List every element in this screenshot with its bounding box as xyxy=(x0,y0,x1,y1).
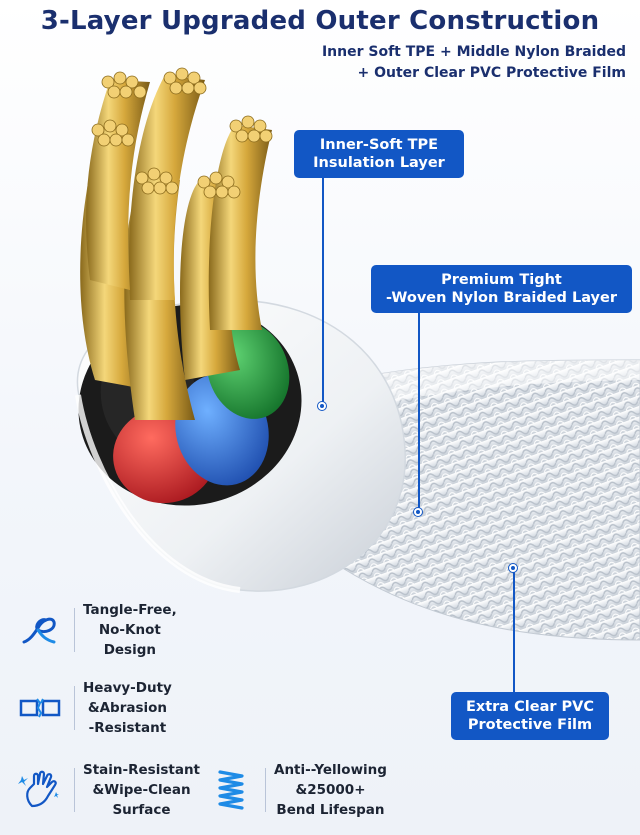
feature-line: Tangle-Free, xyxy=(83,602,177,618)
feature-tangle-free: Tangle-Free, No-Knot Design xyxy=(14,600,177,660)
leader-dot-pvc xyxy=(509,564,517,572)
subtitle-line: Inner Soft TPE + Middle Nylon Braided xyxy=(321,44,626,60)
feature-stain-resistant: Stain-Resistant &Wipe-Clean Surface xyxy=(14,760,200,820)
feature-line: Surface xyxy=(112,802,171,818)
callout-pvc-layer: Extra Clear PVC Protective Film xyxy=(451,692,609,740)
callout-line: Inner-Soft TPE xyxy=(319,137,439,153)
feature-text: Heavy-Duty &Abrasion -Resistant xyxy=(83,678,172,738)
feature-text: Anti--Yellowing &25000+ Bend Lifespan xyxy=(274,760,387,820)
feature-text: Tangle-Free, No-Knot Design xyxy=(83,600,177,660)
wipe-hand-icon xyxy=(14,770,66,810)
feature-line: &Wipe-Clean xyxy=(92,782,191,798)
callout-line: -Woven Nylon Braided Layer xyxy=(386,290,617,306)
feature-divider xyxy=(74,686,75,730)
callout-nylon-layer: Premium Tight -Woven Nylon Braided Layer xyxy=(371,265,632,313)
leader-line-tpe xyxy=(322,176,324,408)
knot-icon xyxy=(14,610,66,650)
feature-line: No-Knot xyxy=(98,622,161,638)
feature-anti-yellowing: Anti--Yellowing &25000+ Bend Lifespan xyxy=(205,760,387,820)
broken-bar-icon xyxy=(14,688,66,728)
feature-heavy-duty: Heavy-Duty &Abrasion -Resistant xyxy=(14,678,172,738)
feature-line: Bend Lifespan xyxy=(276,802,385,818)
feature-divider xyxy=(265,768,266,812)
callout-line: Premium Tight xyxy=(441,272,562,288)
callout-line: Protective Film xyxy=(467,717,593,733)
spring-icon xyxy=(205,770,257,810)
callout-tpe-layer: Inner-Soft TPE Insulation Layer xyxy=(294,130,464,178)
subtitle-line: + Outer Clear PVC Protective Film xyxy=(357,65,626,81)
callout-line: Extra Clear PVC xyxy=(465,699,595,715)
callout-line: Insulation Layer xyxy=(313,155,445,171)
leader-line-nylon xyxy=(418,311,420,514)
leader-dot-tpe xyxy=(318,402,326,410)
feature-divider xyxy=(74,608,75,652)
feature-line: Design xyxy=(103,642,156,658)
page-subtitle: Inner Soft TPE + Middle Nylon Braided + … xyxy=(322,42,626,84)
feature-line: Heavy-Duty xyxy=(83,680,172,696)
feature-line: &Abrasion xyxy=(87,700,168,716)
feature-line: -Resistant xyxy=(88,720,167,736)
feature-line: &25000+ xyxy=(295,782,366,798)
page-title: 3-Layer Upgraded Outer Construction xyxy=(40,6,600,36)
feature-line: Stain-Resistant xyxy=(83,762,201,778)
leader-dot-nylon xyxy=(414,508,422,516)
feature-divider xyxy=(74,768,75,812)
feature-text: Stain-Resistant &Wipe-Clean Surface xyxy=(83,760,200,820)
leader-line-pvc xyxy=(513,570,515,692)
feature-line: Anti--Yellowing xyxy=(274,762,387,778)
